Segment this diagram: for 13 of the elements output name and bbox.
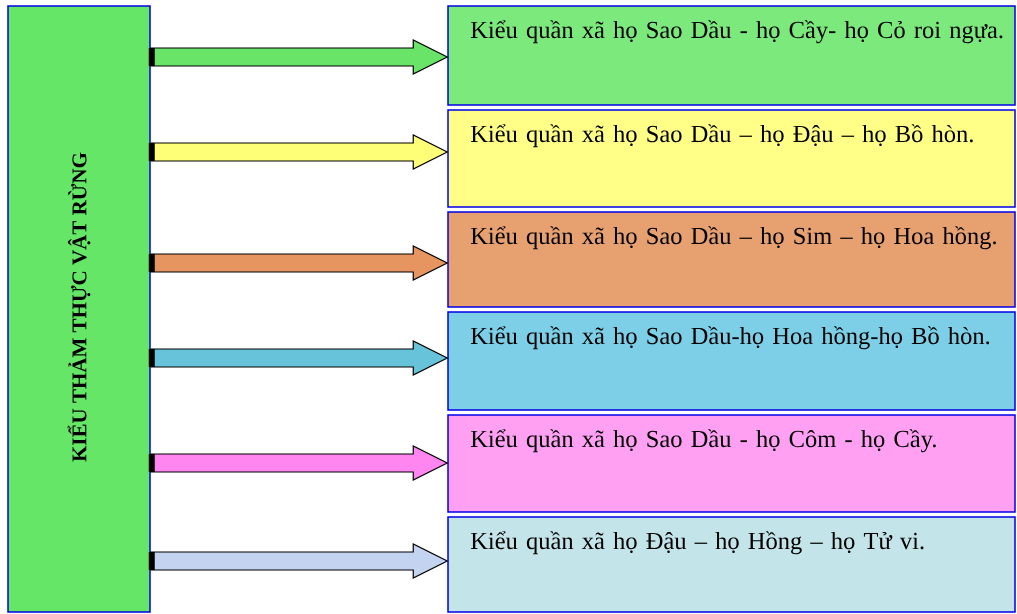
block-arrow [148,445,449,481]
community-box: Kiểu quần xã họ Sao Dầu-họ Hoa hồng-họ Bồ hòn. [447,311,1016,411]
community-box: Kiểu quần xã họ Sao Dầu – họ Đậu – họ Bồ hòn. [447,109,1016,208]
community-box: Kiểu quần xã họ Đậu – họ Hồng – họ Tử vi. [447,516,1016,613]
block-arrow [148,134,449,170]
community-box: Kiểu quần xã họ Sao Dầu - họ Côm - họ Cầy. [447,414,1016,513]
block-arrow [148,39,449,75]
community-box: Kiểu quần xã họ Sao Dầu - họ Cầy- họ Cỏ roi ngựa. [447,5,1016,106]
category-box: KIỂU THẢM THỰC VẬT RỪNG [7,5,151,613]
community-box: Kiểu quần xã họ Sao Dầu – họ Sim – họ Hoa hồng. [447,211,1016,308]
block-arrow [148,245,449,281]
block-arrow [148,340,449,376]
block-arrow [148,543,449,579]
